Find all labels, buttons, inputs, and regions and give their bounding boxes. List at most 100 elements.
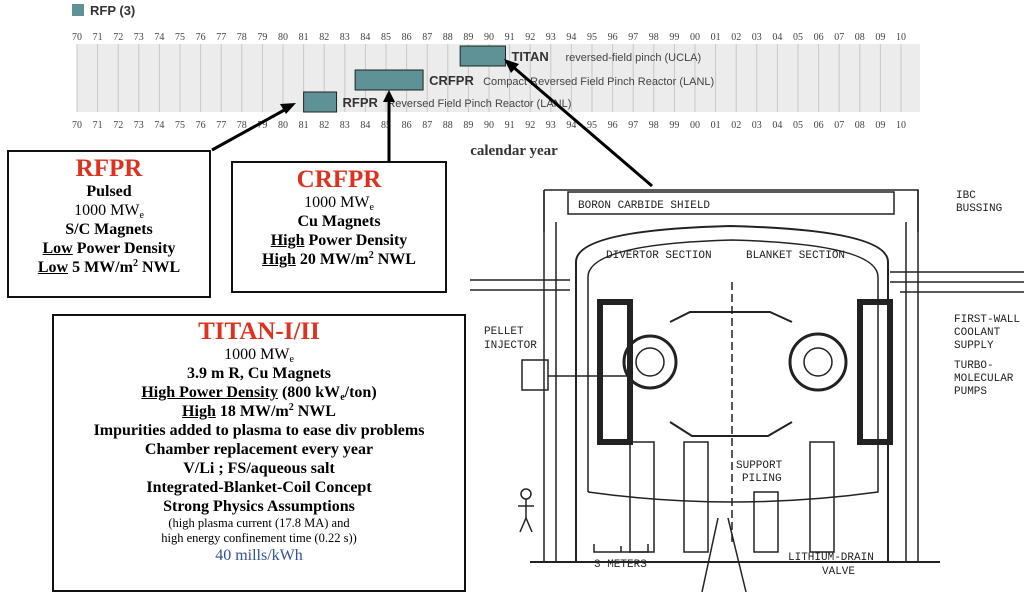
bar-label-titan: TITAN — [511, 49, 548, 64]
year-tick-label: 83 — [340, 120, 350, 131]
right-torus-outer — [788, 332, 848, 392]
year-tick-label: 88 — [443, 32, 453, 43]
titan-power: 1000 MWe — [224, 346, 294, 365]
year-tick-label: 06 — [814, 120, 824, 131]
year-tick-label: 10 — [896, 32, 906, 43]
legend-swatch — [72, 4, 84, 16]
arrow-rfpr — [211, 106, 289, 152]
year-tick-label: 79 — [257, 120, 267, 131]
year-tick-label: 93 — [546, 32, 556, 43]
scale-bar — [593, 544, 649, 553]
titan-box: TITAN-I/II 1000 MWe 3.9 m R, Cu Magnets … — [52, 314, 466, 592]
right-torus-inner — [803, 347, 833, 377]
left-coil-stack — [597, 299, 633, 445]
arrow-titan — [511, 64, 653, 188]
year-tick-label: 98 — [649, 120, 659, 131]
pellet-injector-box — [521, 359, 549, 391]
year-tick-label: 75 — [175, 120, 185, 131]
tm-label-1: TURBO- — [954, 360, 994, 372]
scale-label: 3 METERS — [594, 559, 647, 571]
year-tick-label: 09 — [875, 120, 885, 131]
year-tick-label: 84 — [360, 120, 370, 131]
support-label-1: SUPPORT — [736, 460, 783, 472]
ibc-label: IBC — [956, 190, 976, 202]
center-structure — [669, 311, 793, 437]
bar-desc-titan: reversed-field pinch (UCLA) — [565, 52, 701, 64]
year-tick-label: 00 — [690, 32, 700, 43]
year-tick-label: 07 — [834, 32, 844, 43]
year-tick-label: 87 — [422, 32, 432, 43]
year-tick-label: 09 — [875, 32, 885, 43]
year-tick-label: 01 — [711, 120, 721, 131]
year-tick-label: 10 — [896, 120, 906, 131]
titan-ibc: Integrated-Blanket-Coil Concept — [146, 479, 372, 496]
titan-chamber: Chamber replacement every year — [144, 441, 374, 458]
year-tick-label: 94 — [566, 120, 576, 131]
year-tick-label: 90 — [484, 120, 494, 131]
year-tick-label: 91 — [505, 120, 515, 131]
divertor-label: DIVERTOR SECTION — [606, 250, 712, 262]
titan-cost: 40 mills/kWh — [215, 547, 303, 564]
support-label-2: PILING — [742, 473, 782, 485]
shield-label: BORON CARBIDE SHIELD — [578, 200, 710, 212]
crfpr-magnets: Cu Magnets — [297, 213, 381, 230]
timeline-caption: calendar year — [470, 143, 558, 159]
year-tick-label: 82 — [319, 120, 329, 131]
titan-current: (high plasma current (17.8 MA) and — [168, 516, 350, 530]
year-tick-label: 05 — [793, 32, 803, 43]
year-tick-label: 08 — [855, 120, 865, 131]
rfpr-power: 1000 MWe — [74, 202, 144, 221]
arrowhead-crfpr — [383, 90, 395, 102]
year-tick-label: 76 — [196, 32, 206, 43]
year-tick-label: 80 — [278, 120, 288, 131]
rfpr-nwl: Low 5 MW/m2 NWL — [37, 258, 181, 277]
year-tick-label: 00 — [690, 120, 700, 131]
crfpr-power: 1000 MWe — [304, 194, 374, 213]
crfpr-box: CRFPR 1000 MWe Cu Magnets High Power Den… — [231, 161, 447, 293]
rfpr-magnets: S/C Magnets — [65, 221, 153, 238]
titan-density: High Power Density (800 kWe/ton) — [141, 384, 377, 403]
rfpr-box: RFPR Pulsed 1000 MWe S/C Magnets Low Pow… — [7, 150, 211, 298]
year-tick-label: 81 — [299, 32, 309, 43]
left-torus-inner — [635, 347, 665, 377]
drain-label-1: LITHIUM-DRAIN — [788, 552, 874, 564]
year-tick-label: 73 — [134, 32, 144, 43]
year-tick-label: 88 — [443, 120, 453, 131]
year-tick-label: 74 — [154, 32, 164, 43]
year-tick-label: 99 — [669, 32, 679, 43]
year-tick-label: 92 — [525, 32, 535, 43]
year-tick-label: 89 — [463, 120, 473, 131]
drain-lines — [701, 517, 747, 593]
year-tick-label: 99 — [669, 120, 679, 131]
shield-slab — [567, 191, 895, 215]
inner-vessel — [587, 239, 879, 503]
titan-materials: V/Li ; FS/aqueous salt — [183, 460, 335, 477]
vacuum-vessel — [575, 224, 889, 562]
arrowhead-titan — [504, 59, 519, 73]
titan-radius: 3.9 m R, Cu Magnets — [187, 365, 331, 382]
tm-label-2: MOLECULAR — [954, 373, 1014, 385]
year-tick-label: 71 — [93, 32, 103, 43]
fw-label-3: SUPPLY — [954, 340, 994, 352]
year-tick-label: 92 — [525, 120, 535, 131]
year-tick-label: 87 — [422, 120, 432, 131]
titan-title: TITAN-I/II — [198, 318, 320, 345]
bar-titan — [459, 45, 506, 67]
year-tick-label: 96 — [608, 120, 618, 131]
year-tick-label: 72 — [113, 32, 123, 43]
bar-label-crfpr: CRFPR — [429, 73, 474, 88]
year-tick-label: 05 — [793, 120, 803, 131]
year-tick-label: 02 — [731, 120, 741, 131]
crfpr-nwl: High 20 MW/m2 NWL — [262, 250, 416, 269]
year-tick-label: 85 — [381, 32, 391, 43]
crfpr-title: CRFPR — [296, 166, 382, 193]
legend-label: RFP (3) — [90, 3, 135, 18]
bar-rfpr — [303, 91, 338, 113]
year-tick-label: 04 — [772, 32, 782, 43]
fw-label-2: COOLANT — [954, 327, 1001, 339]
